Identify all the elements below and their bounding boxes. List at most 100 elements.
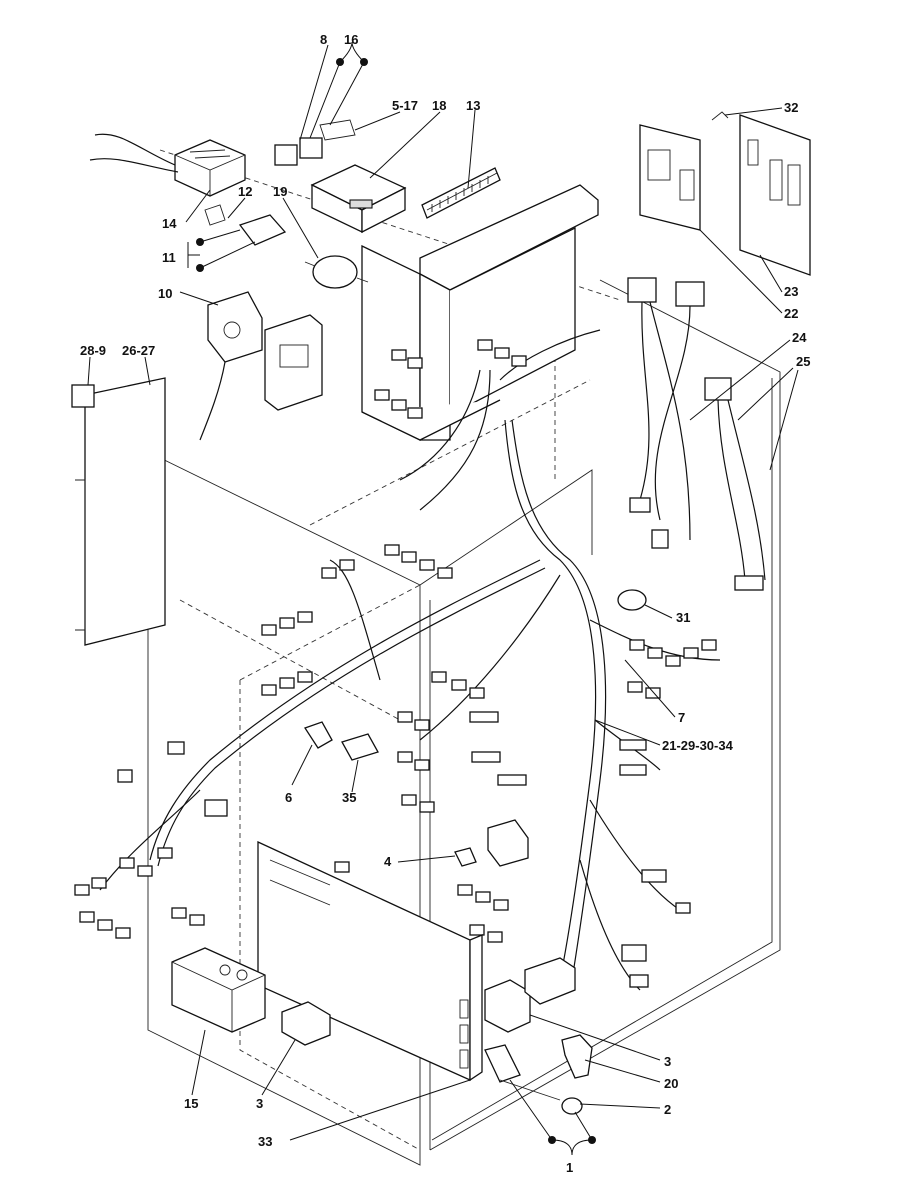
callout-5-17: 5-17 xyxy=(392,98,418,113)
conn xyxy=(627,681,643,693)
lead-7 xyxy=(624,659,676,718)
transformer-body xyxy=(174,139,246,197)
conn xyxy=(469,687,485,699)
harness-branch-right-4 xyxy=(579,859,641,991)
dot-11b xyxy=(196,264,204,272)
cluster-center xyxy=(397,671,527,813)
conn xyxy=(619,739,647,751)
harness-24-end-b xyxy=(651,529,669,549)
switch-6 xyxy=(304,721,333,749)
conn xyxy=(74,884,90,896)
bracket-edge xyxy=(419,272,451,441)
connector-clusters xyxy=(74,339,717,988)
lead-3-left xyxy=(261,1039,296,1096)
junction-hole-2 xyxy=(236,969,248,981)
socket-body xyxy=(207,291,263,363)
fuse-axis xyxy=(499,1079,561,1101)
lead-11-brace xyxy=(187,242,200,268)
callout-dots xyxy=(196,58,596,1144)
callout-21-29-30-34: 21-29-30-34 xyxy=(662,738,734,753)
control-board-plate xyxy=(257,840,471,1082)
callout-14: 14 xyxy=(162,216,177,231)
switch-5-17 xyxy=(319,119,356,141)
terminal-strip-teeth xyxy=(426,172,498,212)
lead-6 xyxy=(291,744,313,786)
terminal-strip-13 xyxy=(421,167,501,219)
control-board-socket-2 xyxy=(459,1024,469,1044)
leader-lines xyxy=(87,41,799,1156)
harness-trunk-b xyxy=(511,419,607,981)
control-board-33 xyxy=(257,840,483,1082)
junction-box-edges xyxy=(171,961,266,1032)
conn xyxy=(171,907,187,919)
mounting-plate xyxy=(264,314,323,411)
cluster-lower-left xyxy=(74,741,228,939)
lead-21 xyxy=(594,719,661,746)
lead-15 xyxy=(191,1029,206,1096)
hidden-edge-mid xyxy=(179,599,401,721)
conn xyxy=(471,751,501,763)
callout-15: 15 xyxy=(184,1096,198,1111)
callout-31: 31 xyxy=(676,610,690,625)
callout-32: 32 xyxy=(784,100,798,115)
lead-19 xyxy=(282,197,319,259)
callout-26-27: 26-27 xyxy=(122,343,155,358)
capacitor-body xyxy=(312,255,358,289)
cluster-left xyxy=(261,611,313,696)
conn xyxy=(167,741,185,755)
callout-1: 1 xyxy=(566,1160,573,1175)
callout-11: 11 xyxy=(162,250,176,265)
conn xyxy=(391,349,407,361)
hidden-edge-back xyxy=(309,379,591,526)
jumper-32 xyxy=(711,111,729,121)
conn xyxy=(487,931,503,943)
callout-13: 13 xyxy=(466,98,480,113)
harness-branch-up xyxy=(329,559,381,681)
transformer-terminals xyxy=(189,149,231,159)
conn xyxy=(137,865,153,877)
callout-8: 8 xyxy=(320,32,327,47)
conn xyxy=(701,639,717,651)
sensor-4 xyxy=(454,819,529,867)
lead-32 xyxy=(724,107,783,116)
lead-12 xyxy=(227,197,246,219)
callout-23: 23 xyxy=(784,284,798,299)
socket-10 xyxy=(199,291,263,441)
lead-28-9 xyxy=(87,356,91,386)
callout-6: 6 xyxy=(285,790,292,805)
conn xyxy=(419,559,435,571)
cabinet-top-edge xyxy=(419,469,593,586)
lead-22 xyxy=(699,229,783,314)
conn xyxy=(647,647,663,659)
conn xyxy=(321,567,337,579)
pcb-23-cap-2 xyxy=(787,164,801,206)
conn xyxy=(629,639,645,651)
conn xyxy=(437,567,453,579)
callout-3-left: 3 xyxy=(256,1096,263,1111)
pcb-23-cap-1 xyxy=(769,159,783,201)
harness-24-plug-b xyxy=(675,281,705,307)
conn xyxy=(91,877,107,889)
callout-33: 33 xyxy=(258,1134,272,1149)
pcb-26-27 xyxy=(71,377,166,646)
selector-block xyxy=(238,214,287,246)
pcb-23 xyxy=(739,114,811,276)
lead-14 xyxy=(185,189,211,223)
harness-branch-left-b xyxy=(157,567,546,867)
conn xyxy=(619,764,647,776)
lead-8 xyxy=(299,44,329,141)
harness-24-wires xyxy=(639,301,691,541)
conn xyxy=(204,799,228,817)
conn xyxy=(261,624,277,636)
conn xyxy=(451,679,467,691)
fuse-holder-1-2 xyxy=(484,1044,583,1115)
harness-25-end xyxy=(734,575,764,591)
switch-8-16 xyxy=(274,119,356,166)
lead-20 xyxy=(584,1059,661,1083)
dot-16b xyxy=(360,58,368,66)
conn xyxy=(493,899,509,911)
transformer-edges xyxy=(174,154,246,196)
lead-1 xyxy=(509,1079,593,1141)
